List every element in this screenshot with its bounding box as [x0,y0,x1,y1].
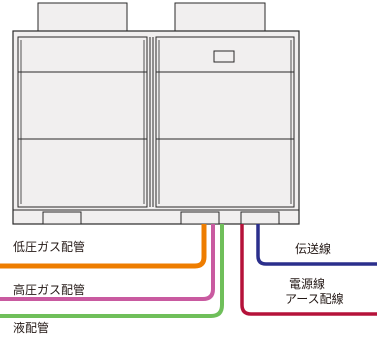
module-divider [149,37,154,207]
high-pressure-gas-pipe [0,224,215,301]
liquid-pipe [0,224,224,318]
fan-icon [174,2,266,32]
fan-icon [37,2,128,32]
label-low-pressure-gas-pipe: 低圧ガス配管 [13,240,86,254]
pipe-port-icon [240,211,280,225]
outdoor-unit-right-module [155,36,295,208]
outdoor-unit-left-module [17,36,148,208]
transmission-line [256,224,377,266]
label-high-pressure-gas-pipe: 高圧ガス配管 [13,283,86,297]
label-transmission-line: 伝送線 [295,242,332,256]
pipe-port-icon [42,211,82,225]
label-liquid-pipe: 液配管 [13,321,50,335]
low-pressure-gas-pipe [0,224,207,269]
pipe-port-icon [180,211,220,225]
label-earth-line: アース配線 [285,292,344,306]
label-power-line: 電源線 [289,277,326,291]
power-earth-line [240,224,377,316]
control-panel-icon [213,50,235,63]
